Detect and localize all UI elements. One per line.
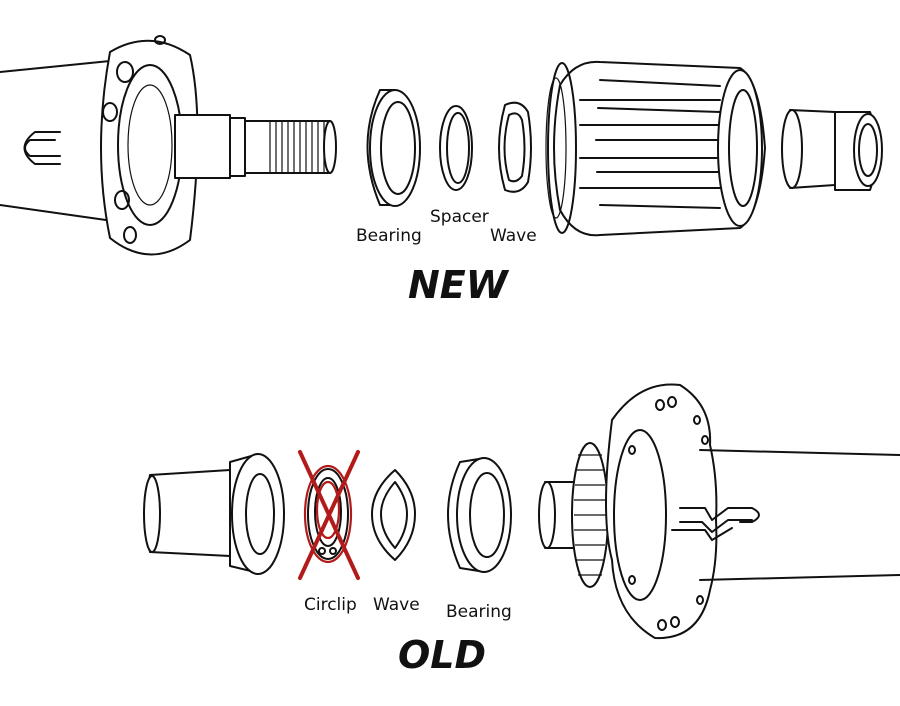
old-wave-washer: [371, 469, 416, 561]
new-bearing: [366, 89, 421, 207]
new-section-title: NEW: [408, 263, 510, 307]
old-wave-label: Wave: [373, 595, 420, 615]
new-assembly: Bearing Spacer Wave NEW: [0, 35, 883, 307]
old-circlip-label: Circlip: [304, 595, 357, 615]
hub-logo-mark: [671, 507, 760, 541]
new-hub-shell: [0, 35, 337, 256]
old-hub-shell: [538, 383, 900, 640]
old-assembly: Circlip Wave Bearing OLD: [143, 383, 900, 677]
rotor-spline: [571, 442, 609, 588]
old-end-cap: [143, 453, 285, 575]
new-spacer: [439, 105, 473, 191]
circlip-removed-mark: [298, 450, 360, 580]
old-section-title: OLD: [398, 633, 486, 677]
axle-thread: [269, 122, 325, 172]
old-bearing-label: Bearing: [446, 602, 512, 622]
new-freehub-body: [545, 60, 766, 237]
new-bearing-label: Bearing: [356, 226, 422, 246]
old-bearing: [447, 457, 512, 573]
new-spacer-label: Spacer: [430, 207, 489, 227]
new-wave-label: Wave: [490, 226, 537, 246]
new-wave-washer: [498, 101, 532, 193]
new-end-cap: [781, 109, 883, 191]
